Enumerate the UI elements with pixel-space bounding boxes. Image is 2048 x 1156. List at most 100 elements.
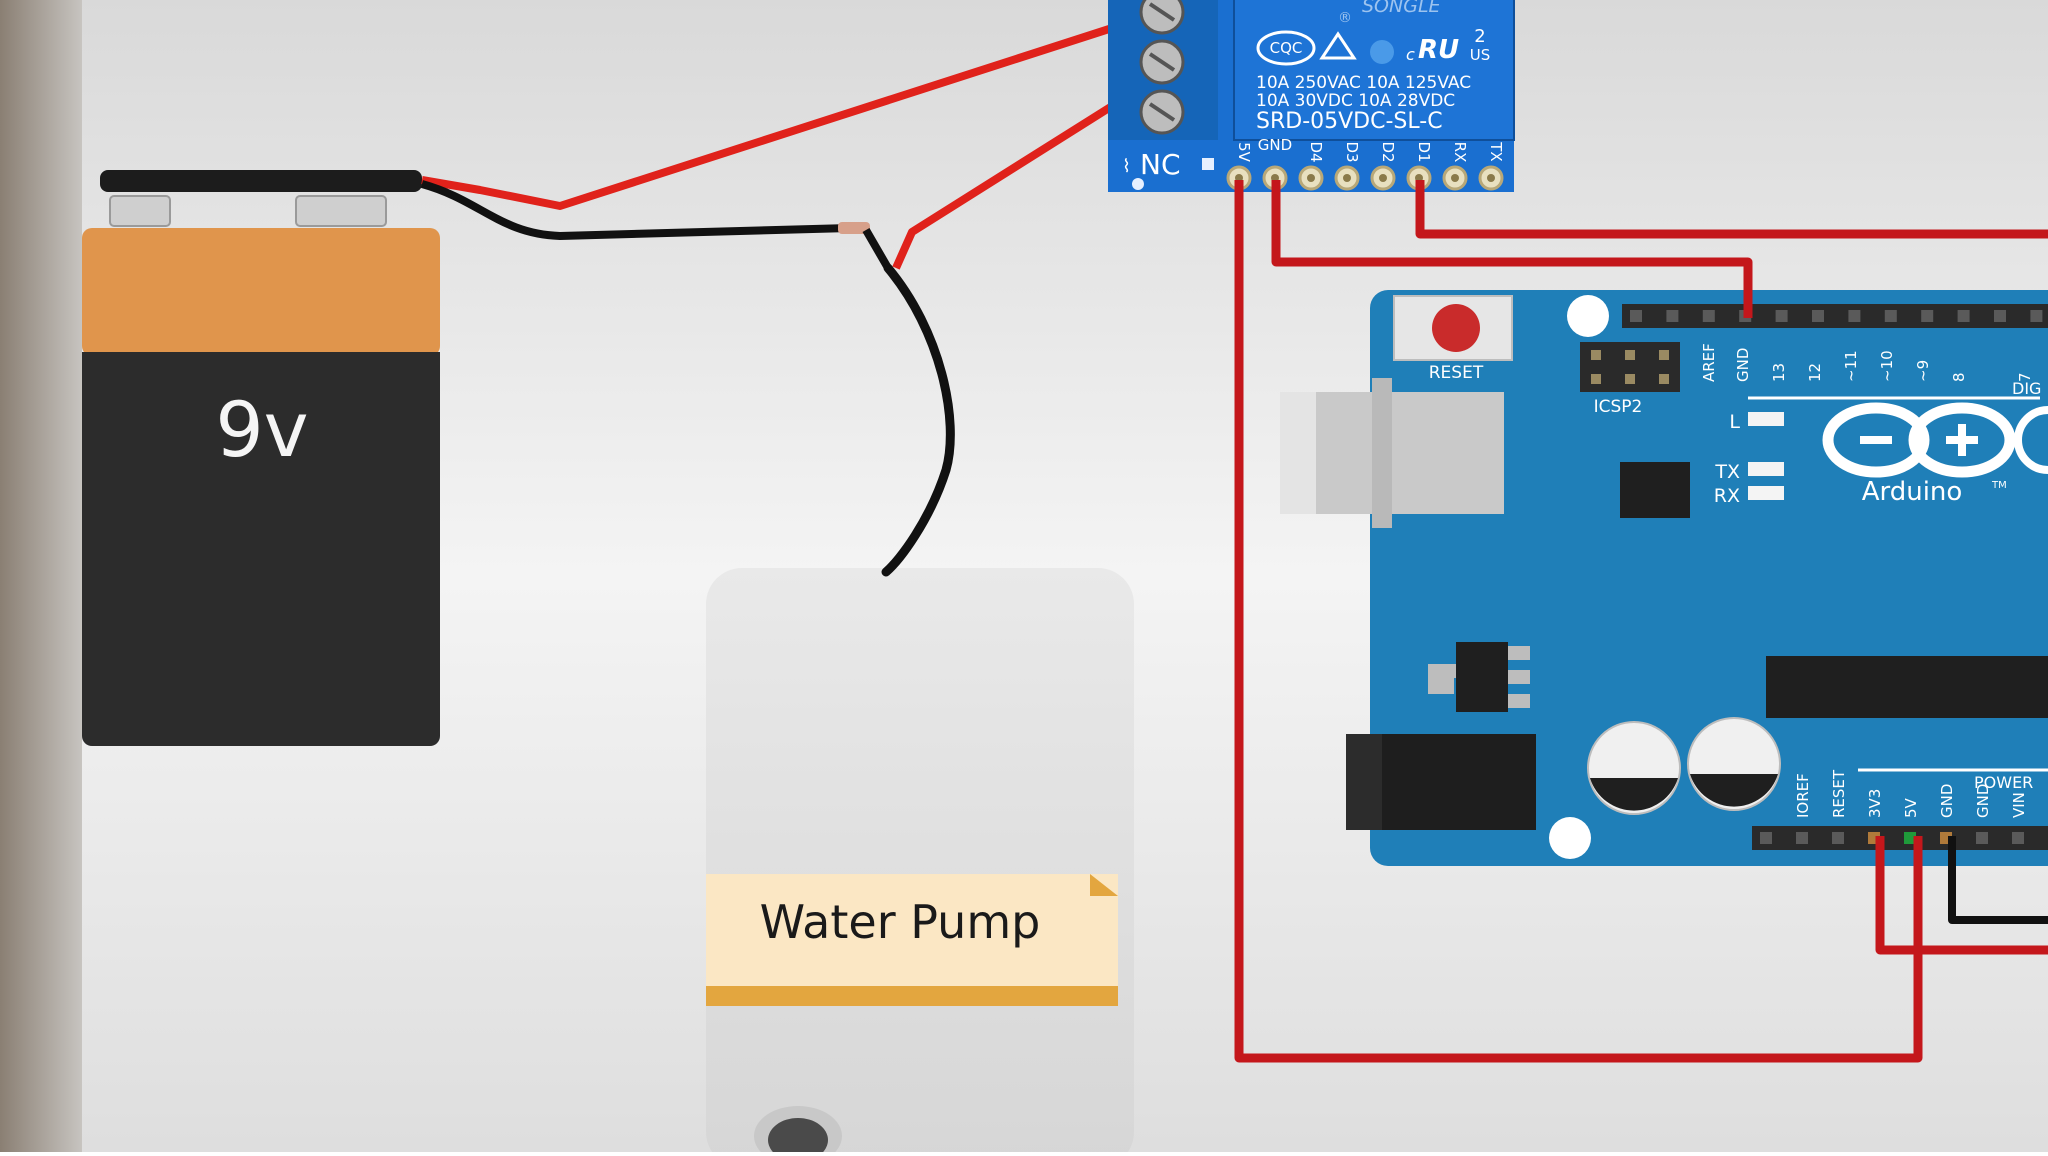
wire-red-relay-to-pump (892, 58, 1185, 270)
battery-body (82, 352, 440, 746)
relay-pin-label: D4 (1307, 141, 1325, 162)
wire-black-battery (420, 180, 851, 240)
digital-label: DIG (2012, 379, 2041, 398)
power-label: POWER (1974, 773, 2033, 792)
battery-terminal-left (109, 195, 171, 227)
reset-button-cap[interactable] (1432, 304, 1480, 352)
pump-label-card (706, 874, 1118, 986)
header-pin (1884, 310, 1897, 322)
arduino-trademark: TM (1991, 480, 2007, 491)
battery: 9v (82, 170, 440, 746)
left-edge-shadow (0, 0, 82, 1152)
power-pin (1796, 832, 1808, 844)
power-pin-label: RESET (1830, 769, 1848, 818)
relay-pin-label: RX (1451, 142, 1469, 163)
terminal-screws (1139, 0, 1185, 135)
wire-splice-sleeve (838, 222, 870, 234)
relay-pin-label: GND (1258, 136, 1292, 154)
power-pin (1904, 832, 1916, 844)
relay-pin-label: D2 (1379, 141, 1397, 162)
relay-model: SRD-05VDC-SL-C (1256, 109, 1443, 134)
header-pin (1921, 310, 1934, 322)
relay-cert-ul: RU (1418, 35, 1459, 65)
relay-cert-num: 2 (1474, 26, 1485, 47)
pump-label-fold (1090, 874, 1118, 896)
relay-component (1233, 0, 1515, 141)
header-pin (1630, 310, 1642, 322)
header-pin (1848, 310, 1861, 322)
usb-chip (1620, 462, 1690, 518)
signal-wires (1234, 180, 2048, 1063)
power-pin-label: GND (1938, 784, 1956, 818)
header-pin (1957, 310, 1970, 322)
screw-icon (1139, 0, 1185, 35)
icsp2-label: ICSP2 (1594, 397, 1643, 417)
relay-nc-label: NC (1140, 148, 1181, 181)
capacitors (1587, 717, 1781, 815)
relay-spec-line-1: 10A 250VAC 10A 125VAC (1256, 73, 1471, 93)
digital-pin-label: AREF (1700, 343, 1718, 382)
pump-label-stripe (706, 986, 1118, 1006)
relay-pin-label: D3 (1343, 141, 1361, 162)
digital-pin-label: ~10 (1878, 350, 1896, 382)
relay-pin-label: TX (1487, 141, 1505, 161)
relay-cert-us: US (1470, 46, 1491, 64)
led-tx-label: TX (1714, 461, 1740, 483)
arduino-logo-text: Arduino (1862, 477, 1963, 507)
arduino-pcb (1370, 290, 2048, 866)
wire-relay-d1-to-arduino (1415, 180, 2048, 239)
mounting-hole (1549, 817, 1591, 859)
power-pin-label: 5V (1902, 797, 1920, 818)
power-pin-label: 3V3 (1866, 789, 1884, 818)
header-pin (2030, 310, 2043, 322)
water-pump: Water Pump (706, 568, 1134, 1156)
digital-pin-label: ~9 (1914, 360, 1932, 382)
wire-black-to-pump (881, 263, 955, 577)
relay-spec-line-2: 10A 30VDC 10A 28VDC (1256, 91, 1455, 111)
relay-cert-cqc: CQC (1270, 39, 1303, 57)
header-pin (1775, 310, 1788, 322)
power-pin (2012, 832, 2024, 844)
relay-registered: ® (1338, 10, 1352, 26)
header-pin (1994, 310, 2006, 322)
digital-pin-label: 7 (2016, 372, 2034, 382)
reset-label: RESET (1429, 363, 1484, 383)
power-pin (1760, 832, 1772, 844)
relay-brand: SONGLE (1362, 0, 1441, 17)
svg-text:⌇: ⌇ (1122, 156, 1131, 177)
led-rx-label: RX (1714, 485, 1740, 507)
relay-module: SONGLE ® CQC c RU 2 US 10A 250VAC 10A 12… (1108, 0, 1515, 192)
pump-label: Water Pump (760, 895, 1041, 949)
header-pin (1666, 310, 1679, 322)
digital-pin-label: ~11 (1842, 350, 1860, 382)
power-pin-label: IOREF (1794, 773, 1812, 818)
header-pin (1702, 310, 1715, 322)
digital-pin-label: 13 (1770, 363, 1788, 382)
pump-body (706, 568, 1134, 1156)
led-tx (1748, 462, 1784, 476)
wire-arduino-3v3 (1875, 836, 2048, 955)
wire-relay-gnd-to-arduino-gnd (1271, 180, 1753, 318)
led-l (1748, 412, 1784, 426)
warning-triangle-icon (1319, 31, 1357, 60)
battery-terminal-right (295, 195, 387, 227)
icsp2-header (1580, 342, 1680, 392)
wire-arduino-gnd (1948, 836, 2048, 924)
microcontroller-chip (1766, 656, 2048, 718)
mounting-hole (1567, 295, 1609, 337)
battery-top-band (82, 228, 440, 356)
digital-pin-label: 12 (1806, 363, 1824, 382)
relay-led (1202, 158, 1214, 170)
relay-pin-label: D1 (1415, 141, 1433, 162)
arduino-logo-icon (1822, 402, 2048, 478)
header-pin (1812, 310, 1824, 322)
relay-cert-c: c (1406, 45, 1415, 64)
voltage-regulator (1456, 642, 1508, 712)
arduino-board: RESET ICSP2 L TX (1280, 290, 2048, 866)
power-pin (1976, 832, 1988, 844)
battery-snap-connector (100, 170, 422, 192)
digital-pin-label: GND (1734, 348, 1752, 382)
